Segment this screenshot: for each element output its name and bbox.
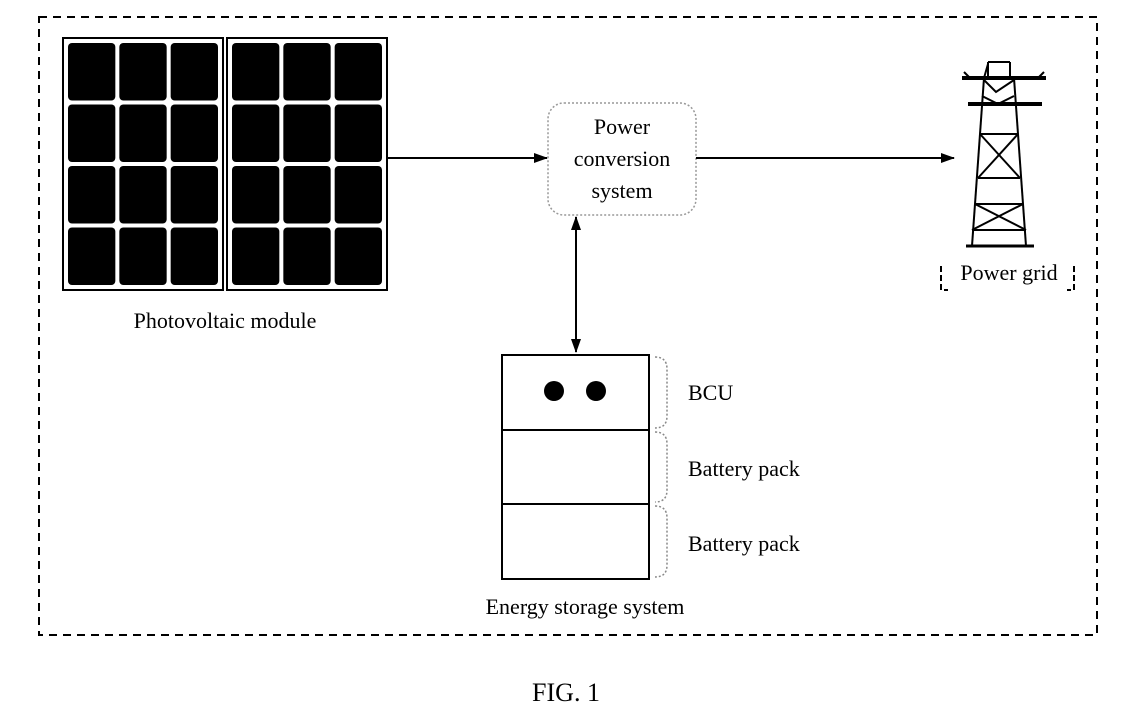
- solar-cell: [283, 166, 330, 224]
- solar-cell: [171, 105, 218, 163]
- power-conversion-system: Power conversion system: [548, 103, 696, 215]
- bcu-block: [502, 355, 649, 430]
- solar-cell: [68, 228, 115, 286]
- figure-caption: FIG. 1: [532, 678, 600, 707]
- solar-cell: [119, 43, 166, 101]
- solar-cell: [68, 43, 115, 101]
- solar-cell: [119, 228, 166, 286]
- energy-storage-label: Energy storage system: [486, 594, 685, 619]
- solar-cell: [335, 166, 382, 224]
- solar-cell: [171, 43, 218, 101]
- pcs-label-line-2: conversion: [574, 146, 671, 171]
- solar-cell: [171, 228, 218, 286]
- solar-cell: [232, 166, 279, 224]
- solar-cell: [119, 166, 166, 224]
- solar-cell: [335, 105, 382, 163]
- battery-pack-block-1: [502, 430, 649, 504]
- battery-stack: [502, 355, 649, 579]
- solar-cell: [119, 105, 166, 163]
- transmission-tower-icon: [962, 62, 1046, 246]
- battery-pack-label-2: Battery pack: [688, 531, 800, 556]
- battery-pack-block-2: [502, 504, 649, 579]
- bcu-indicator-dot: [544, 381, 564, 401]
- photovoltaic-module-label: Photovoltaic module: [134, 308, 317, 333]
- battery-pack-label-1: Battery pack: [688, 456, 800, 481]
- solar-cell: [232, 228, 279, 286]
- bcu-indicator-dot: [586, 381, 606, 401]
- power-grid-label: Power grid: [960, 260, 1057, 285]
- solar-cell: [68, 105, 115, 163]
- solar-cell: [283, 43, 330, 101]
- solar-cell: [283, 228, 330, 286]
- solar-cell: [232, 105, 279, 163]
- layer-braces: [655, 357, 667, 577]
- bcu-label: BCU: [688, 380, 733, 405]
- pcs-label-line-3: system: [591, 178, 652, 203]
- solar-cell: [283, 105, 330, 163]
- solar-cell: [68, 166, 115, 224]
- solar-cell: [232, 43, 279, 101]
- solar-cell: [335, 43, 382, 101]
- solar-cell: [335, 228, 382, 286]
- pcs-label-line-1: Power: [594, 114, 651, 139]
- solar-cell: [171, 166, 218, 224]
- solar-panel-icon: [63, 38, 387, 290]
